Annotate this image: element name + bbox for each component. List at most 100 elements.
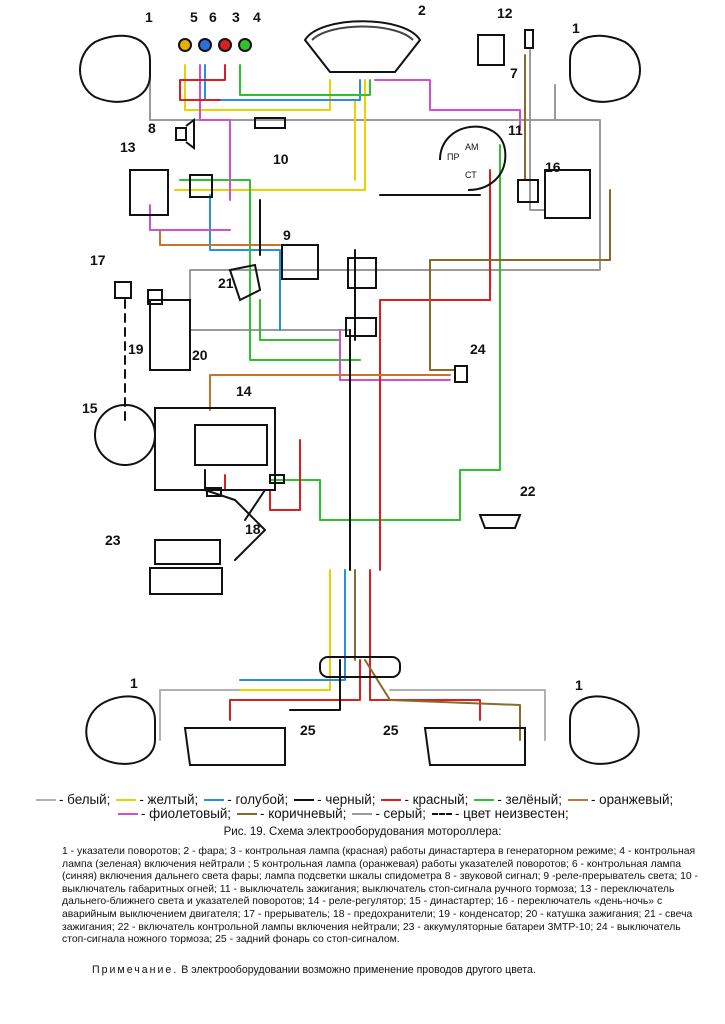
legend-label: - желтый; [139, 792, 199, 807]
foot-brake-switch-icon [454, 365, 468, 383]
note-label: Примечание. [92, 964, 179, 976]
wire-gray [529, 49, 546, 211]
legend-swatch [204, 799, 225, 802]
component-label: 21 [218, 275, 234, 291]
tail-light-icon [423, 727, 526, 766]
component-label: 3 [232, 9, 240, 25]
switch-label-am: АМ [465, 142, 479, 152]
component-label: 8 [148, 120, 156, 136]
rear-connector-icon [319, 656, 401, 678]
legend-swatch [116, 799, 137, 802]
light-switch-icon [129, 169, 169, 216]
wire-red [229, 659, 361, 721]
component-label: 10 [273, 151, 289, 167]
wire-green [239, 64, 371, 96]
component-label: 25 [300, 722, 316, 738]
headlight-icon [303, 20, 422, 73]
figure-description: 1 - указатели поворотов; 2 - фара; 3 - к… [62, 846, 699, 946]
legend-label: - белый; [59, 792, 111, 807]
wire-green [269, 144, 501, 521]
coil-icon [149, 299, 191, 371]
wire-red [179, 64, 226, 101]
component-label: 7 [510, 65, 518, 81]
component-label: 1 [145, 9, 153, 25]
wire-blue [204, 64, 361, 101]
component-label: 9 [283, 227, 291, 243]
turn-signal-icon [569, 695, 640, 765]
neutral-switch-icon [478, 514, 522, 529]
legend-label: - красный; [404, 792, 469, 807]
component-label: 1 [572, 20, 580, 36]
connector-icon [347, 257, 377, 289]
component-label: 5 [190, 9, 198, 25]
wiring-diagram: ПР АМ СТ 1 1 1 1 2 3 4 5 6 7 8 9 10 11 1… [79, 2, 641, 766]
component-label: 16 [545, 159, 561, 175]
fuse-icon [269, 474, 285, 484]
legend-label: - черный; [317, 792, 376, 807]
switch-label-st: СТ [465, 170, 477, 180]
headlight-icon [311, 25, 414, 41]
wire-orange [209, 374, 451, 411]
legend-swatch [567, 799, 588, 802]
dynastarter-icon [94, 404, 156, 466]
wire-white [389, 689, 546, 741]
component-label: 18 [245, 521, 261, 537]
component-label: 1 [575, 677, 583, 693]
connector-icon [189, 174, 213, 198]
capacitor-icon [147, 289, 163, 305]
breaker-icon [114, 281, 132, 299]
component-label: 23 [105, 532, 121, 548]
wire-green [259, 299, 341, 341]
wire-violet [374, 79, 521, 131]
legend-label: - серый; [375, 806, 426, 821]
wire-red [269, 439, 301, 511]
spark-plug-icon [228, 263, 262, 302]
battery-icon [149, 567, 223, 595]
legend-label: - голубой; [227, 792, 289, 807]
legend-label: - зелёный; [497, 792, 562, 807]
wire-yellow [174, 79, 366, 191]
component-label: 20 [192, 347, 208, 363]
component-label: 24 [470, 341, 486, 357]
wire-brown [429, 189, 611, 371]
stop-switch-icon [524, 29, 534, 49]
connector-icon [345, 317, 377, 337]
component-label: 15 [82, 400, 98, 416]
wire-red [379, 169, 491, 571]
turn-signal-icon [85, 695, 156, 765]
switch-icon [254, 117, 286, 129]
legend-swatch [431, 813, 452, 816]
wire-violet [199, 64, 231, 201]
wire-violet [339, 329, 451, 381]
note-text: В электрооборудовании возможно применени… [181, 964, 536, 976]
component-label: 17 [90, 252, 106, 268]
tail-light-icon [183, 727, 286, 766]
day-night-switch-icon [544, 169, 591, 219]
component-label: 1 [130, 675, 138, 691]
legend-label: - фиолетовый; [141, 806, 232, 821]
wire-black [244, 489, 266, 521]
component-label: 2 [418, 2, 426, 18]
lamp-icon [238, 38, 252, 52]
component-label: 19 [128, 341, 144, 357]
wire-black [204, 469, 266, 561]
wire-yellow [184, 64, 331, 111]
component-label: 22 [520, 483, 536, 499]
lamp-icon [198, 38, 212, 52]
fuse-icon [206, 487, 222, 497]
legend-swatch [474, 799, 495, 802]
figure-caption: Рис. 19. Схема электрооборудования мотор… [223, 826, 502, 838]
turn-signal-icon [79, 34, 151, 103]
turn-signal-icon [569, 34, 641, 103]
horn-icon [175, 118, 195, 150]
switch-label-pr: ПР [447, 152, 459, 162]
wire-color-legend-row2: - фиолетовый;- коричневый;- серый;- цвет… [112, 806, 569, 821]
legend-label: - оранжевый; [590, 792, 674, 807]
legend-swatch [237, 813, 258, 816]
wire-brown [364, 659, 521, 741]
speedometer-lamp-icon [477, 34, 505, 66]
figure-note: Примечание. В электрооборудовании возмож… [92, 964, 536, 976]
wire-red [369, 569, 481, 721]
wire-color-legend-row1: - белый; - желтый; - голубой; - черный; - кр… [30, 792, 673, 807]
relay-icon [281, 244, 319, 280]
